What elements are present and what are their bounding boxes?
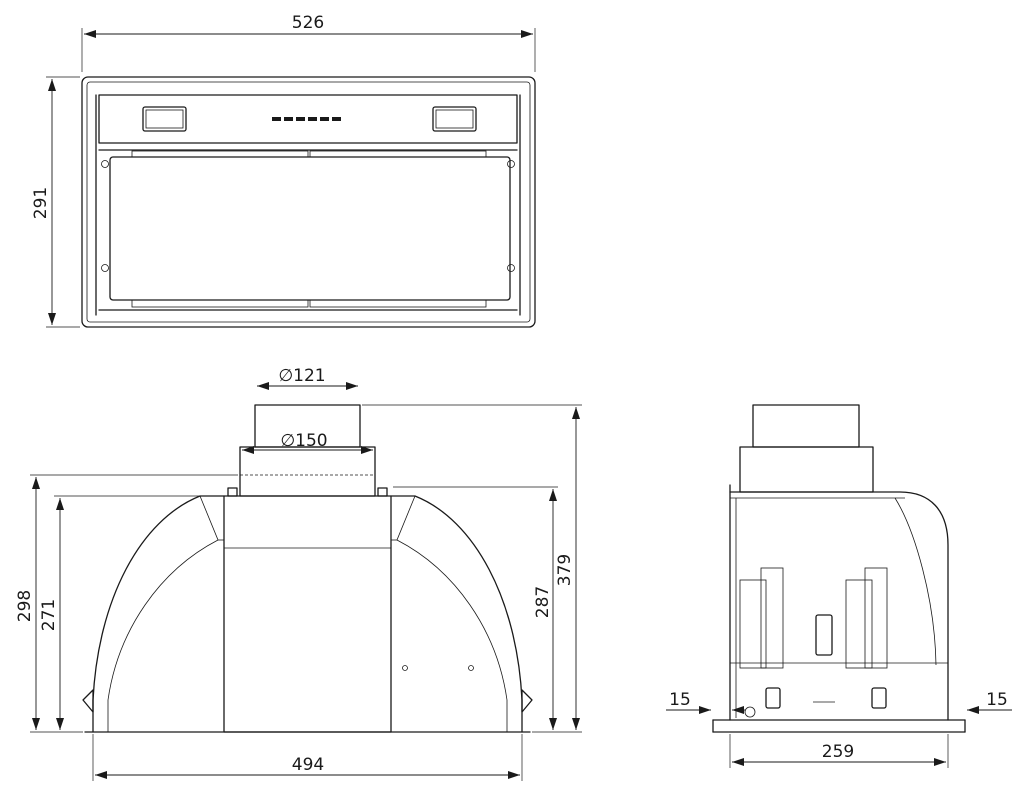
inner-height-dimension: 287 [393,486,558,730]
total-height-dimension: 379 [362,404,582,733]
elevation-view [82,404,533,733]
profile-view [712,404,966,733]
side-height-dimension: 271 [39,495,222,730]
front-width-dimension: 526 [81,13,536,72]
front-view [81,76,536,328]
right-control-button [432,106,477,132]
spigot-outer-label: ∅150 [280,431,327,451]
center-panel [223,495,392,733]
left-offset-label: 15 [669,690,691,710]
spigot-lower [239,446,376,497]
bottom-width-label: 494 [292,755,324,775]
left-offset-dimension: 15 [666,690,745,714]
body-height-label: 298 [15,590,35,622]
spigot-outer-dimension: ∅150 [242,431,373,454]
indicator-lights [272,117,341,121]
profile-spigot-upper [752,404,860,448]
bottom-width-dimension: 494 [92,734,523,781]
right-offset-dimension: 15 [967,690,1012,714]
spigot-inner-label: ∅121 [278,366,325,386]
inner-height-label: 287 [533,586,553,618]
right-offset-label: 15 [986,690,1008,710]
spigot-inner-dimension: ∅121 [257,366,358,390]
depth-label: 259 [822,742,854,762]
depth-dimension: 259 [729,734,949,768]
filter-panel [109,156,511,301]
total-height-label: 379 [555,554,575,586]
front-height-label: 291 [31,187,51,219]
side-height-label: 271 [39,599,59,631]
front-height-dimension: 291 [31,76,80,328]
left-control-button [142,106,187,132]
body-height-dimension: 298 [15,474,238,733]
profile-spigot-lower [739,446,874,493]
front-width-label: 526 [292,13,324,33]
